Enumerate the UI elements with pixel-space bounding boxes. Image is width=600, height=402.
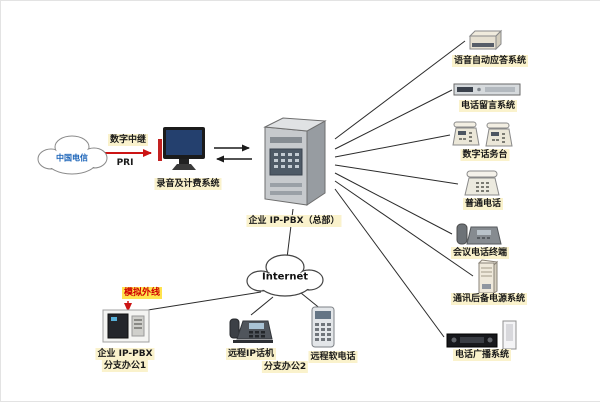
hq-ip-pbx	[257, 111, 335, 213]
conference-phone-device	[453, 221, 505, 251]
desk-phone-icon	[464, 170, 500, 196]
trunk-protocol-label: PRI	[116, 158, 134, 168]
recording-billing-system	[157, 125, 209, 177]
small-pbx-icon	[102, 309, 150, 343]
rack-unit-icon	[453, 83, 521, 96]
ordinary-phone-device	[459, 169, 505, 201]
cloud-icon	[37, 135, 108, 175]
label-voicemail: 电话留言系统	[458, 100, 518, 112]
branch1-pbx-device	[99, 307, 153, 349]
branch1-site-label: 分支办公1	[101, 360, 149, 372]
softphone-device	[307, 305, 339, 353]
label-ordinary-phone: 普通电话	[462, 198, 504, 210]
trunk-label: 数字中继	[107, 134, 149, 146]
pbx-server-icon	[263, 117, 327, 206]
answer-box-icon	[468, 29, 503, 51]
label-voice-auto-answer: 语音自动应答系统	[451, 55, 529, 67]
amplifier-speaker-icon	[446, 320, 517, 350]
label-operator-console: 数字话务台	[460, 149, 510, 161]
operator-console-device	[451, 119, 515, 153]
voicemail-device	[453, 81, 521, 102]
telecom-logo-text: 中国电信	[56, 153, 88, 163]
label-broadcast-system: 电话广播系统	[452, 349, 512, 361]
hq-pbx-label: 企业 IP-PBX（总部）	[246, 215, 342, 227]
monitor-icon	[158, 127, 205, 170]
remote-ip-phone-device	[227, 311, 275, 349]
remote-ip-phone-label: 远程IP话机	[226, 348, 276, 360]
broadcast-system-device	[445, 319, 523, 355]
recording-system-label: 录音及计费系统	[154, 178, 222, 190]
softphone-label: 远程软电话	[308, 351, 358, 363]
console-phones-icon	[452, 121, 513, 147]
cloud-icon	[246, 254, 324, 297]
internet-label: Internet	[261, 271, 309, 283]
label-conference-phone: 会议电话终端	[450, 247, 510, 259]
power-tower-icon	[477, 259, 499, 294]
telecom-cloud: 中国电信	[33, 131, 111, 177]
backup-power-device	[474, 256, 502, 298]
softphone-icon	[311, 306, 335, 348]
ip-phone-icon	[229, 318, 273, 343]
analog-trunk-label: 模拟外线	[121, 287, 163, 299]
branch1-device-label: 企业 IP-PBX	[95, 348, 155, 360]
internet-cloud: Internet	[241, 251, 329, 299]
branch2-site-label: 分支办公2	[261, 361, 309, 373]
voice-auto-answer-device	[466, 27, 504, 57]
conference-phone-icon	[456, 223, 502, 245]
label-backup-power: 通讯后备电源系统	[450, 293, 528, 305]
